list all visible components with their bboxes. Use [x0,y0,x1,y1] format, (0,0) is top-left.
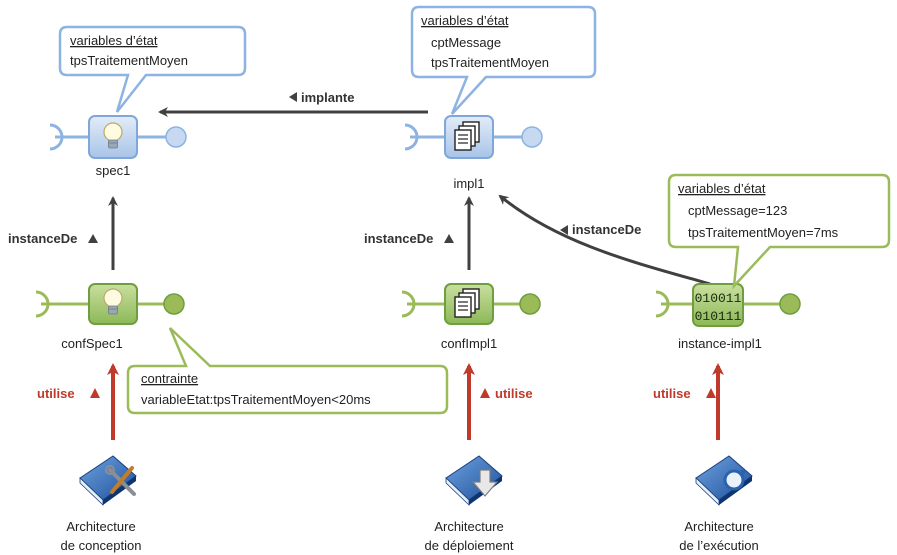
binary-line-1: 010011 [695,291,742,306]
callout-instance-state: variables d’état cptMessage=123 tpsTrait… [667,173,891,290]
confspec1-label: confSpec1 [61,336,122,351]
spec1-label: spec1 [96,163,131,178]
component-instance-impl1[interactable]: 010011 010111 [655,283,801,327]
architecture-deploiement-icon[interactable] [445,455,503,506]
svg-text:variables d’état: variables d’état [70,33,158,48]
tools-icon [105,465,136,496]
svg-text:variables d’état: variables d’état [678,181,766,196]
component-confspec1[interactable] [35,283,185,325]
binary-line-2: 010111 [695,309,742,324]
architecture-deploiement-line2: de déploiement [425,538,514,553]
documents-icon [454,288,480,318]
utilise-label-execution: utilise [653,386,716,401]
svg-text:contrainte: contrainte [141,371,198,386]
svg-text:variableEtat:tpsTraitementMoye: variableEtat:tpsTraitementMoyen<20ms [141,392,371,407]
svg-text:tpsTraitementMoyen: tpsTraitementMoyen [431,55,549,70]
implante-label: implante [289,90,354,105]
svg-text:utilise: utilise [653,386,691,401]
architecture-execution-icon[interactable] [695,455,753,506]
architecture-execution-line2: de l’exécution [679,538,759,553]
svg-text:tpsTraitementMoyen: tpsTraitementMoyen [70,53,188,68]
svg-text:utilise: utilise [495,386,533,401]
svg-text:tpsTraitementMoyen=7ms: tpsTraitementMoyen=7ms [688,225,839,240]
svg-text:implante: implante [301,90,354,105]
component-spec1[interactable] [49,115,187,159]
utilise-label-conception: utilise [37,386,100,401]
instancede-label-impl: instanceDe [364,231,454,246]
utilise-label-deploiement: utilise [480,386,533,401]
svg-text:variables d’état: variables d’état [421,13,509,28]
lightbulb-icon [103,122,123,149]
architecture-deploiement-line1: Architecture [434,519,503,534]
impl1-label: impl1 [453,176,484,191]
svg-text:instanceDe: instanceDe [572,222,641,237]
instancede-arrow-instance [498,194,711,286]
svg-text:instanceDe: instanceDe [8,231,77,246]
architecture-conception-icon[interactable] [79,455,137,506]
svg-text:cptMessage=123: cptMessage=123 [688,203,787,218]
lightbulb-icon [103,288,123,315]
architecture-conception-line2: de conception [61,538,142,553]
svg-text:utilise: utilise [37,386,75,401]
callout-impl1-state: variables d’état cptMessage tpsTraitemen… [410,5,597,115]
component-confimpl1[interactable] [401,283,541,325]
instancede-label-spec: instanceDe [8,231,98,246]
callout-constraint: contrainte variableEtat:tpsTraitementMoy… [126,327,449,415]
documents-icon [454,121,480,151]
svg-text:instanceDe: instanceDe [364,231,433,246]
component-impl1[interactable] [404,115,543,159]
refresh-icon [723,469,746,491]
callout-spec1-state: variables d’état tpsTraitementMoyen [58,25,247,113]
download-arrow-icon [471,469,499,497]
architecture-execution-line1: Architecture [684,519,753,534]
architecture-conception-line1: Architecture [66,519,135,534]
instance-impl1-label: instance-impl1 [678,336,762,351]
confimpl1-label: confImpl1 [441,336,497,351]
svg-text:cptMessage: cptMessage [431,35,501,50]
instancede-label-instance: instanceDe [560,222,641,237]
